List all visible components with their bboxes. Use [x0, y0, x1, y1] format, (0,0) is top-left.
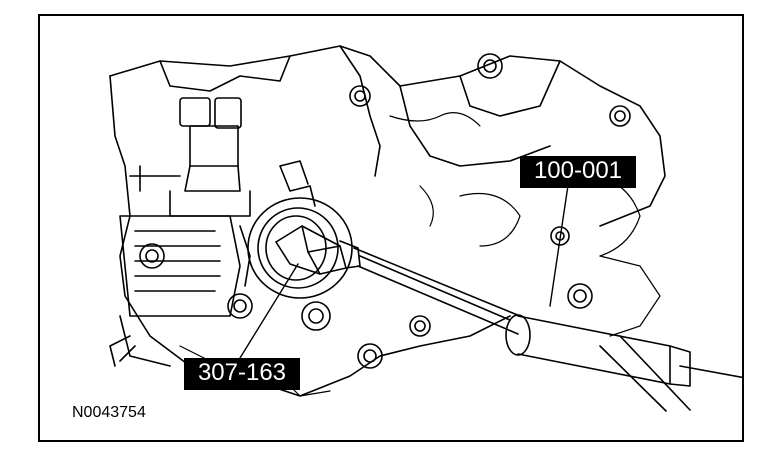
- engine-illustration: [109, 45, 742, 412]
- slide-hammer-shaft: [353, 247, 521, 335]
- leader-lines: [239, 171, 571, 359]
- figure-frame: 100-001 307-163 N0043754: [38, 14, 744, 442]
- seal-housing: [239, 160, 353, 299]
- seal-remover-head: [275, 225, 361, 275]
- slide-hammer-weight: [505, 314, 691, 387]
- callout-tool-307-163: 307-163: [184, 358, 300, 390]
- handle-rod: [599, 335, 742, 412]
- callout-tool-100-001: 100-001: [520, 156, 636, 188]
- valve-body: [109, 215, 241, 367]
- housing-outline: [109, 45, 666, 397]
- sensor-connector: [129, 97, 251, 217]
- figure-id: N0043754: [72, 404, 146, 421]
- bolts: [139, 53, 631, 369]
